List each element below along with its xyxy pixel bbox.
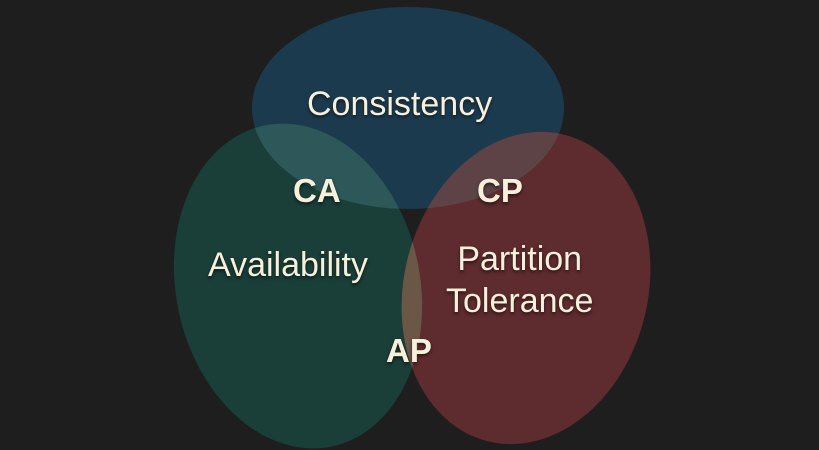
label-ca: CA xyxy=(293,172,341,209)
label-tolerance: Tolerance xyxy=(446,282,594,320)
label-partition: Partition xyxy=(457,240,583,278)
label-availability: Availability xyxy=(208,246,369,284)
label-ap: AP xyxy=(386,332,432,369)
label-cp: CP xyxy=(477,172,523,209)
label-consistency: Consistency xyxy=(307,85,493,123)
circle-partition-tolerance xyxy=(401,131,651,445)
label-partition-tolerance: Partition Tolerance xyxy=(446,238,593,322)
circle-availability xyxy=(173,123,423,449)
